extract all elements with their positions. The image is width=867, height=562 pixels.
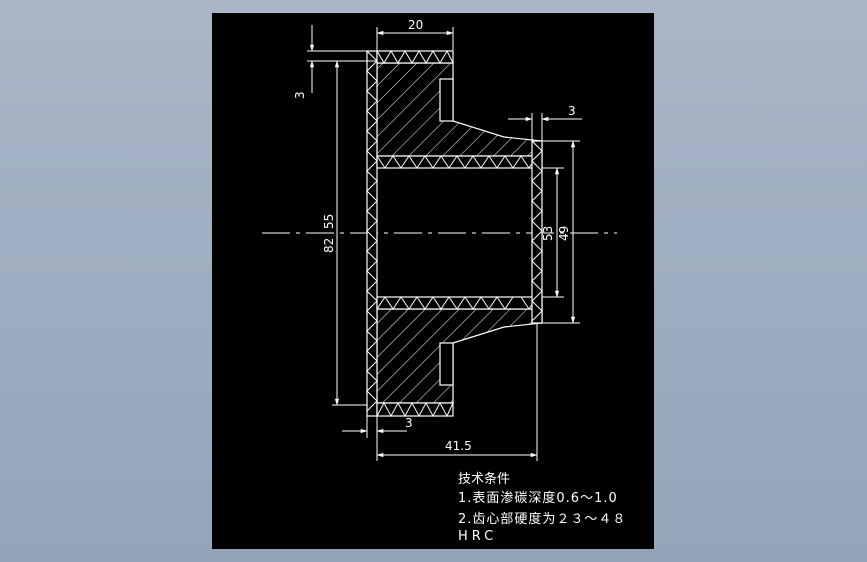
lower-section-hatch bbox=[376, 308, 543, 404]
dim-inner-diameter: 55 bbox=[322, 214, 336, 229]
bore-lower-zigzag bbox=[376, 296, 543, 310]
notes-line1: 1.表面渗碳深度0.6～1.0 bbox=[458, 490, 618, 506]
dim-bottom-offset: 3 bbox=[405, 416, 413, 430]
part-drawing: 20 3 82 55 3 53 49 3 41.5 技术条件 1.表面渗碳深度0… bbox=[262, 18, 626, 544]
right-case-zigzag bbox=[531, 140, 543, 322]
dim-top-offset: 3 bbox=[293, 91, 307, 99]
dim-outer-diameter: 82 bbox=[322, 238, 336, 253]
dim-hub-inner: 49 bbox=[557, 226, 571, 241]
left-case-zigzag bbox=[366, 50, 378, 412]
dim-right-step: 3 bbox=[568, 104, 576, 118]
technical-notes: 技术条件 1.表面渗碳深度0.6～1.0 2.齿心部硬度为２３～４８ HRC bbox=[458, 471, 626, 544]
lower-notch bbox=[439, 342, 454, 386]
cad-drawing-viewport[interactable]: 20 3 82 55 3 53 49 3 41.5 技术条件 1.表面渗碳深度0… bbox=[212, 13, 654, 549]
bore-upper-zigzag bbox=[376, 155, 543, 169]
dim-hub-outer: 53 bbox=[541, 226, 555, 241]
notes-line3: HRC bbox=[458, 529, 497, 544]
dim-total-length: 41.5 bbox=[445, 439, 472, 453]
left-case-layer bbox=[366, 50, 378, 417]
bottom-case-zigzag bbox=[376, 401, 454, 418]
notes-line2: 2.齿心部硬度为２３～４８ bbox=[458, 511, 626, 527]
notes-title: 技术条件 bbox=[458, 471, 510, 487]
top-case-zigzag bbox=[376, 49, 454, 64]
dim-top-width: 20 bbox=[408, 18, 423, 32]
upper-section-hatch bbox=[376, 62, 543, 157]
upper-notch bbox=[439, 78, 454, 122]
